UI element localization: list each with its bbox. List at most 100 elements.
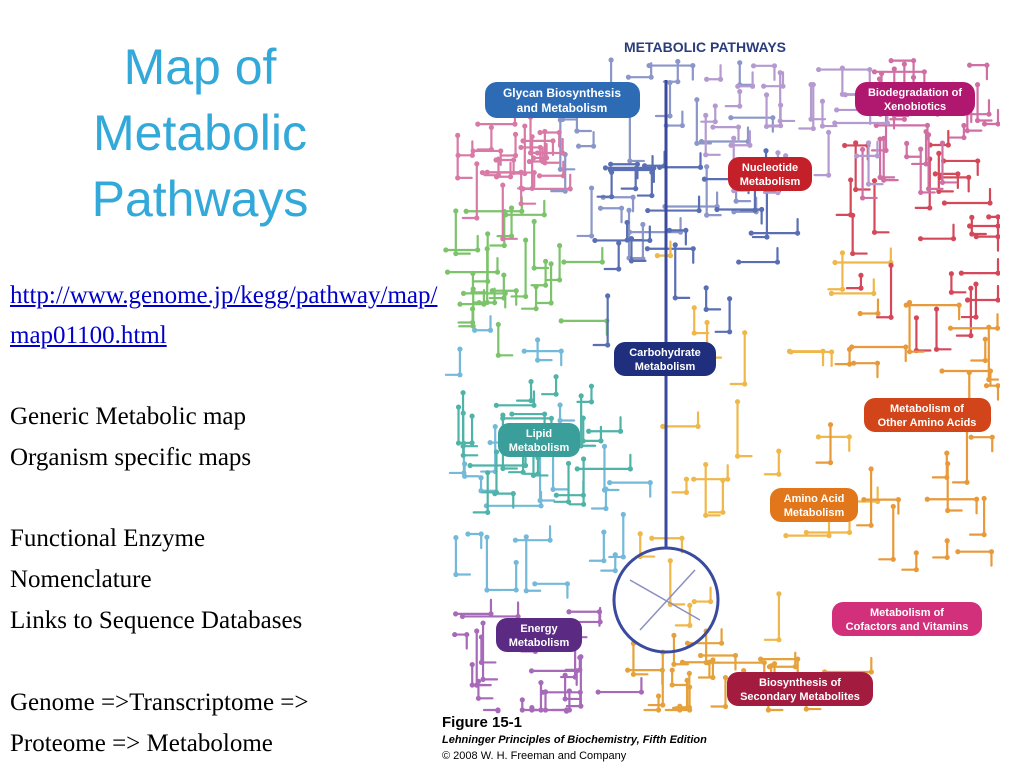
text-line: Organism specific maps xyxy=(10,444,252,471)
metabolite-node xyxy=(649,535,655,541)
pathway-segment xyxy=(815,423,832,464)
metabolite-node xyxy=(493,402,499,408)
metabolite-node xyxy=(485,278,491,284)
metabolite-node xyxy=(686,670,692,677)
metabolite-node xyxy=(921,69,927,75)
metabolite-node xyxy=(742,330,748,336)
metabolite-node xyxy=(775,190,781,196)
metabolite-node xyxy=(829,349,835,355)
slide-title: Map of Metabolic Pathways xyxy=(40,34,360,232)
metabolite-node xyxy=(944,554,950,561)
metabolite-node xyxy=(858,285,864,291)
pathway-segment xyxy=(763,450,780,476)
metabolite-node xyxy=(598,438,604,444)
metabolite-node xyxy=(469,306,476,312)
pathway-segment xyxy=(852,362,879,379)
metabolite-node xyxy=(694,97,700,103)
metabolite-node xyxy=(469,413,475,419)
metabolite-node xyxy=(532,581,538,587)
metabolite-node xyxy=(601,558,607,564)
metabolite-node xyxy=(474,215,480,221)
metabolite-node xyxy=(891,66,897,72)
metabolite-node xyxy=(765,707,771,713)
metabolite-node xyxy=(984,62,990,68)
label-line: Carbohydrate xyxy=(629,347,701,359)
metabolite-node xyxy=(625,74,632,80)
metabolite-node xyxy=(995,121,1000,127)
label-energy: Energy Metabolism xyxy=(496,618,582,652)
metabolite-node xyxy=(758,656,764,662)
metabolite-node xyxy=(904,154,910,160)
metabolite-node xyxy=(560,150,566,156)
metabolite-node xyxy=(637,531,643,537)
metabolite-node xyxy=(950,236,957,242)
pathway-segment xyxy=(763,592,781,641)
metabolite-node xyxy=(494,269,501,275)
metabolite-node xyxy=(567,186,573,192)
metabolite-node xyxy=(815,434,822,440)
metabolite-node xyxy=(561,259,567,265)
metabolite-node xyxy=(748,230,754,236)
metabolite-node xyxy=(647,237,653,244)
pathway-segment xyxy=(724,90,741,108)
metabolite-node xyxy=(519,697,525,703)
metabolite-node xyxy=(607,480,613,486)
metabolite-node xyxy=(973,281,979,287)
label-line: Other Amino Acids xyxy=(878,417,977,429)
text-line: Proteome => Metabolome xyxy=(10,730,273,757)
metabolite-node xyxy=(995,234,1000,240)
metabolite-node xyxy=(939,368,945,374)
pathway-segment xyxy=(646,195,701,212)
metabolite-node xyxy=(565,460,572,467)
metabolite-node xyxy=(548,300,554,306)
metabolite-node xyxy=(868,522,874,528)
metabolite-node xyxy=(982,357,988,364)
metabolite-node xyxy=(500,182,506,188)
metabolite-node xyxy=(460,410,466,416)
pathway-segment xyxy=(850,345,907,363)
metabolite-node xyxy=(465,531,471,537)
pathway-segment xyxy=(830,278,875,295)
metabolite-node xyxy=(511,157,517,163)
metabolite-node xyxy=(508,205,515,211)
metabolite-node xyxy=(770,115,776,121)
kegg-map-link[interactable]: http://www.genome.jp/kegg/pathway/map/ma… xyxy=(10,282,438,349)
pathway-segment xyxy=(700,126,750,143)
pathway-segment xyxy=(823,656,873,674)
metabolite-node xyxy=(498,148,504,154)
pathway-segment xyxy=(983,108,1000,126)
metabolite-node xyxy=(550,486,556,492)
metabolite-node xyxy=(776,591,782,597)
metabolite-node xyxy=(512,537,519,543)
metabolite-node xyxy=(518,144,524,151)
metabolite-node xyxy=(588,399,595,405)
metabolite-node xyxy=(495,707,501,713)
metabolite-node xyxy=(671,661,677,667)
metabolite-node xyxy=(645,207,651,214)
pathway-segment xyxy=(609,163,639,180)
metabolite-node xyxy=(917,236,924,242)
metabolite-node xyxy=(474,161,480,167)
metabolite-node xyxy=(828,290,835,296)
metabolite-node xyxy=(741,667,747,674)
pathway-segment xyxy=(671,668,688,687)
metabolite-node xyxy=(557,402,563,408)
metabolite-node xyxy=(717,76,724,82)
metabolite-node xyxy=(973,234,979,240)
metabolite-node xyxy=(669,667,675,673)
metabolite-node xyxy=(488,611,494,617)
metabolite-node xyxy=(944,538,950,544)
metabolite-node xyxy=(704,164,710,170)
metabolite-node xyxy=(455,404,462,410)
metabolite-node xyxy=(521,348,527,354)
metabolite-node xyxy=(500,415,506,421)
metabolite-node xyxy=(859,146,866,153)
label-glycan: Glycan Biosynthesis and Metabolism xyxy=(485,82,640,118)
metabolite-node xyxy=(687,622,693,628)
metabolite-node xyxy=(696,207,702,214)
metabolite-node xyxy=(968,285,974,291)
metabolite-node xyxy=(620,554,626,560)
metabolite-node xyxy=(690,62,696,69)
metabolite-node xyxy=(826,172,832,178)
pathway-segment xyxy=(446,257,499,274)
